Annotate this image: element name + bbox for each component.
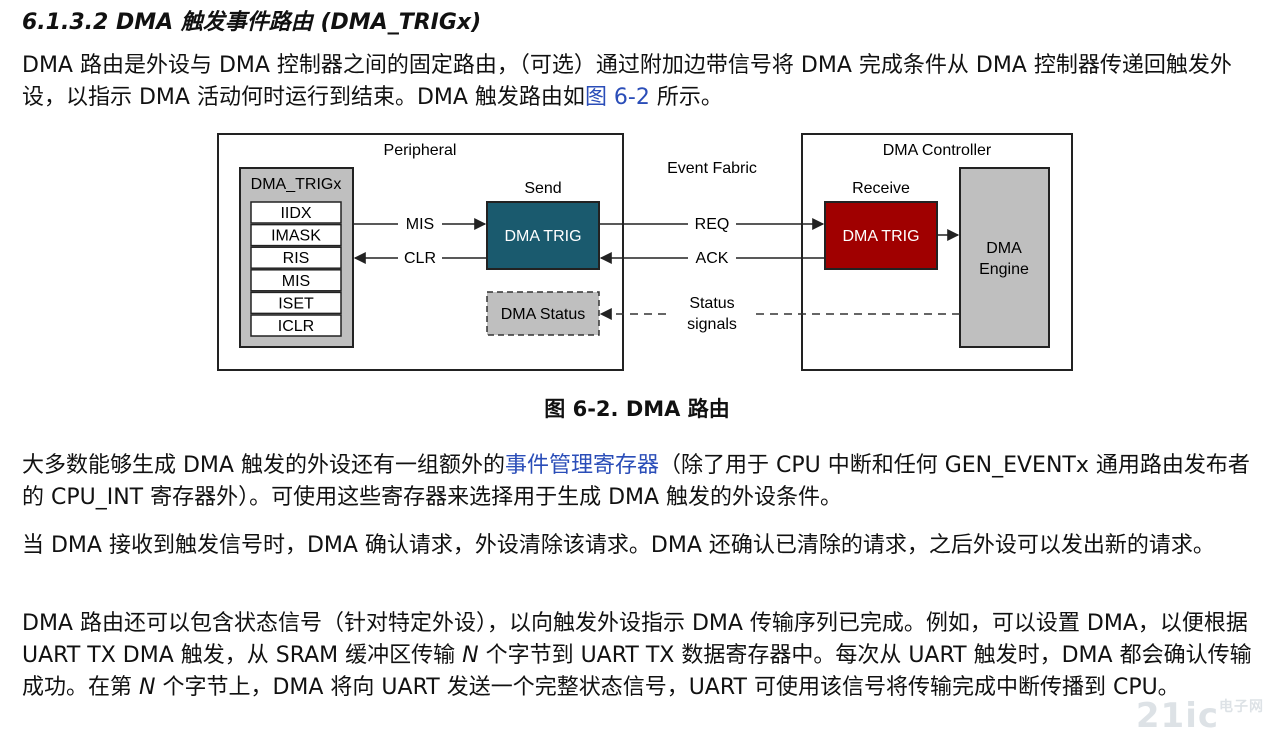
status-signals-line1: Status: [689, 295, 734, 312]
section-heading: 6.1.3.2 DMA 触发事件路由 (DMA_TRIGx): [22, 10, 482, 35]
req-label-bg: [688, 214, 736, 234]
send-dma-trig-block: [486, 201, 600, 270]
receive-dma-trig-block: [824, 201, 938, 270]
receive-dma-trig-text: DMA TRIG: [842, 228, 919, 245]
register-label: MIS: [282, 273, 310, 290]
register-label: ICLR: [278, 318, 314, 335]
event-management-link[interactable]: 事件管理寄存器: [504, 453, 659, 478]
status-label-bg: [672, 294, 752, 334]
peripheral-label: Peripheral: [384, 142, 457, 159]
register-label: IMASK: [271, 228, 321, 245]
intro-text-end: 所示。: [649, 85, 723, 110]
register-box: [250, 269, 342, 292]
clr-label-bg: [398, 248, 442, 268]
dma-status-block: [486, 291, 600, 336]
status-text-1: DMA 路由还可以包含状态信号（针对特定外设），以向触发外设指示 DMA 传输序…: [22, 611, 1248, 668]
dma-engine-line1: DMA: [986, 240, 1022, 257]
n-variable-1: N: [462, 643, 479, 668]
mis-label-bg: [398, 214, 442, 234]
receive-label: Receive: [852, 180, 910, 197]
intro-text: DMA 路由是外设与 DMA 控制器之间的固定路由，（可选）通过附加边带信号将 …: [22, 53, 1232, 110]
watermark-sub: 电子网: [1219, 699, 1264, 715]
status-signals-line2: signals: [687, 316, 737, 333]
ack-label-bg: [688, 248, 736, 268]
send-label: Send: [524, 180, 561, 197]
ack-label: ACK: [696, 250, 729, 267]
ack-paragraph: 当 DMA 接收到触发信号时，DMA 确认请求，外设清除该请求。DMA 还确认已…: [22, 533, 1215, 558]
dma-trigx-label: DMA_TRIGx: [251, 176, 342, 193]
clr-label: CLR: [404, 250, 436, 267]
figure-link[interactable]: 图 6-2: [584, 85, 650, 110]
watermark-main: 21ic: [1135, 696, 1219, 736]
event-fabric-label: Event Fabric: [667, 160, 757, 177]
n-variable-2: N: [139, 675, 156, 700]
send-dma-trig-text: DMA TRIG: [504, 228, 581, 245]
controller-label: DMA Controller: [883, 142, 992, 159]
register-label: RIS: [283, 250, 310, 267]
register-box: [250, 223, 342, 247]
dma-engine-line2: Engine: [979, 261, 1029, 278]
register-box: [250, 201, 342, 224]
req-label: REQ: [695, 216, 730, 233]
register-box: [250, 291, 342, 315]
site-watermark: 21ic电子网: [1136, 696, 1264, 736]
intro-paragraph: DMA 路由是外设与 DMA 控制器之间的固定路由，（可选）通过附加边带信号将 …: [22, 50, 1262, 114]
register-label: ISET: [278, 295, 314, 312]
register-box: [250, 314, 342, 337]
dma-routing-diagram: Peripheral DMA Controller Event Fabric D…: [217, 133, 1073, 371]
status-text-2: 个字节到 UART TX 数据寄存器中。每次从 UART 触发时，DMA 都会确…: [22, 643, 1252, 700]
event-text-end: （除了用于 CPU 中断和任何 GEN_EVENTx 通用路由发布者的 CPU_…: [22, 453, 1250, 510]
dma-engine-block: [959, 167, 1050, 348]
register-label: IIDX: [280, 205, 311, 222]
figure-caption: 图 6-2. DMA 路由: [544, 397, 730, 421]
status-text-3: 个字节上，DMA 将向 UART 发送一个完整状态信号，UART 可使用该信号将…: [155, 675, 1180, 700]
event-text: 大多数能够生成 DMA 触发的外设还有一组额外的: [22, 453, 505, 478]
status-paragraph: DMA 路由还可以包含状态信号（针对特定外设），以向触发外设指示 DMA 传输序…: [22, 608, 1262, 704]
register-list: IIDX IMASK RIS MIS ISET ICLR: [250, 201, 342, 337]
register-box: [250, 246, 342, 269]
mis-label: MIS: [406, 216, 434, 233]
dma-status-text: DMA Status: [501, 306, 585, 323]
event-registers-paragraph: 大多数能够生成 DMA 触发的外设还有一组额外的事件管理寄存器（除了用于 CPU…: [22, 450, 1262, 514]
